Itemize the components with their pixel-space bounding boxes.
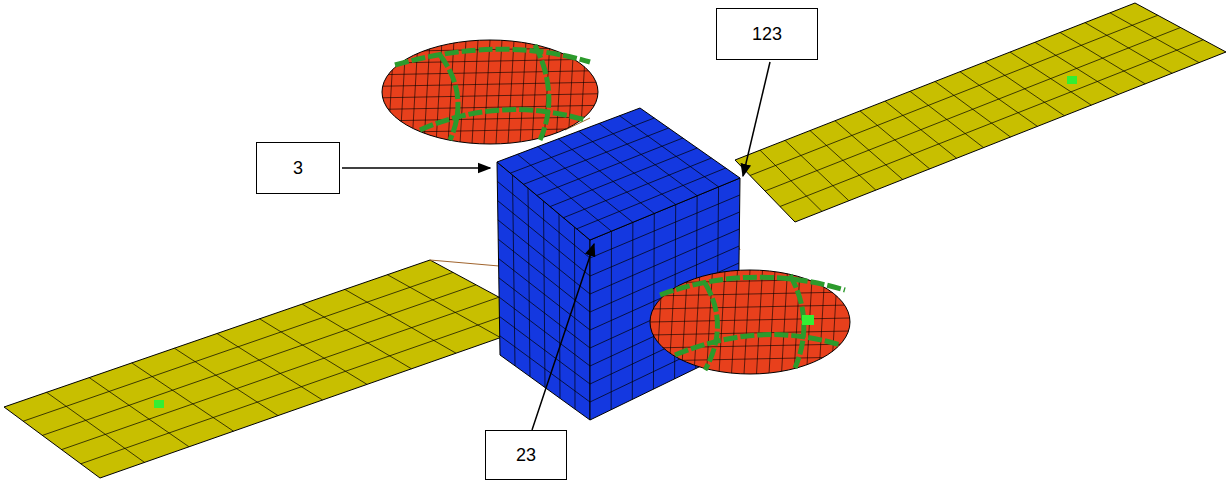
callout-box: 123 bbox=[716, 8, 818, 60]
callout-number: 3 bbox=[293, 158, 303, 179]
callout-box: 23 bbox=[485, 430, 567, 480]
spacecraft-bus bbox=[497, 108, 740, 420]
callout-number: 123 bbox=[752, 24, 782, 45]
leader-lines bbox=[342, 62, 770, 430]
antenna-dish bbox=[650, 270, 850, 374]
antenna-dish bbox=[382, 40, 598, 144]
callout-number: 23 bbox=[516, 445, 536, 466]
solar-panels bbox=[4, 3, 1226, 478]
node-marker bbox=[1067, 76, 1077, 84]
node-marker bbox=[154, 400, 164, 408]
callout-box: 3 bbox=[256, 142, 340, 194]
